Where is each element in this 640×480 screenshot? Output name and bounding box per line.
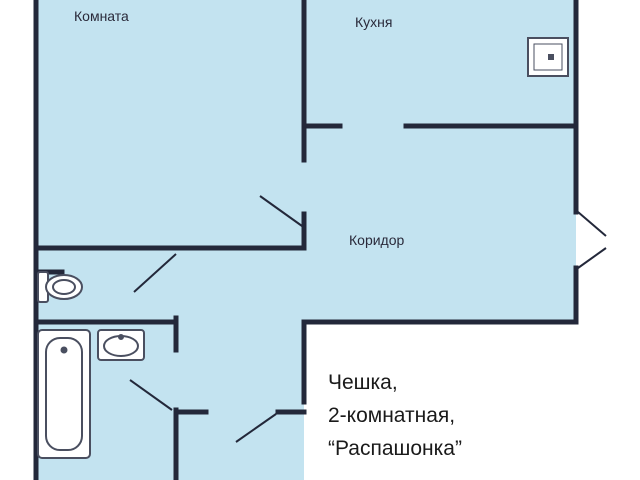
corridor-label: Коридор bbox=[349, 232, 405, 248]
hall-floor bbox=[176, 248, 304, 480]
door-swings bbox=[129, 195, 607, 443]
kitchen-label: Кухня bbox=[355, 14, 393, 30]
door-swing-icon bbox=[577, 247, 607, 269]
caption-line-3: “Распашонка” bbox=[328, 437, 462, 460]
room-floor bbox=[36, 0, 304, 248]
room-label: Комната bbox=[74, 8, 129, 24]
sink-icon bbox=[97, 329, 145, 361]
walls bbox=[33, 0, 579, 480]
caption-line-1: Чешка, bbox=[328, 371, 398, 394]
toilet-icon bbox=[37, 271, 83, 303]
door-swing-icon bbox=[577, 211, 607, 237]
door-swing-icon bbox=[259, 195, 303, 227]
bathtub-icon bbox=[37, 329, 91, 459]
corridor-floor bbox=[304, 126, 576, 322]
caption-line-2: 2-комнатная, bbox=[328, 404, 456, 427]
stove-icon bbox=[527, 37, 569, 77]
door-swing-icon bbox=[235, 413, 277, 443]
door-swing-icon bbox=[129, 379, 173, 411]
plan-caption: Чешка, 2-комнатная, “Распашонка” bbox=[328, 366, 462, 465]
door-swing-icon bbox=[133, 253, 177, 293]
